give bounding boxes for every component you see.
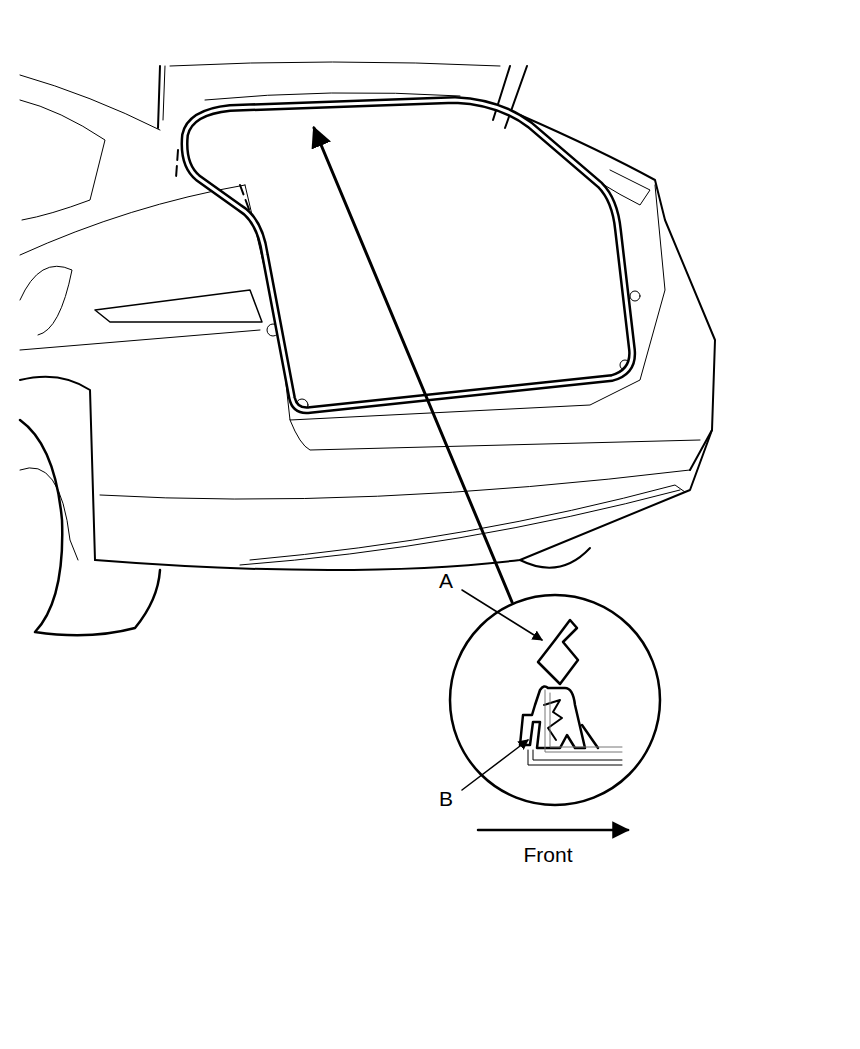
callout-letter: A	[437, 569, 455, 592]
callout-letter: B	[437, 787, 455, 810]
direction-label: Front	[521, 843, 574, 866]
